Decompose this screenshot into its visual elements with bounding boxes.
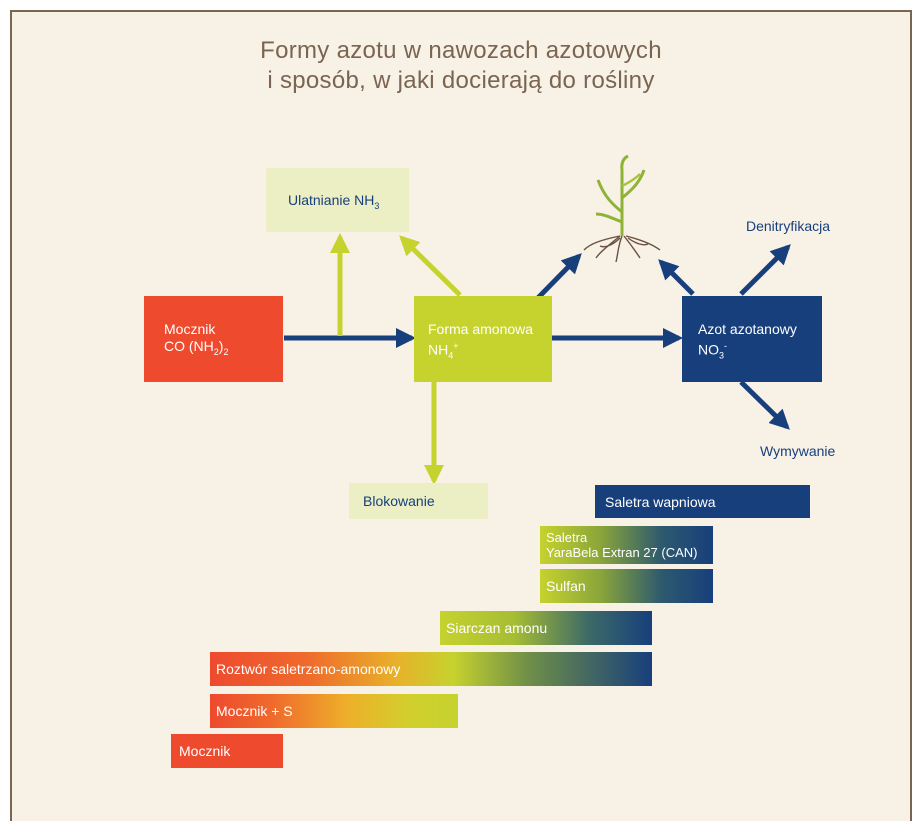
bar-mocznik-s: Mocznik + S: [210, 694, 458, 728]
bar-roztwor-saletrzano-amonowy: Roztwór saletrzano-amonowy: [210, 652, 652, 686]
bar-siarczan-amonu: Siarczan amonu: [440, 611, 652, 645]
arrow-to-denitryfikacja: [739, 244, 791, 296]
diagram-title: Formy azotu w nawozach azotowych i sposó…: [0, 36, 922, 96]
node-azotanowy-label: Azot azotanowy: [698, 321, 797, 337]
title-line-2: i sposób, w jaki docierają do rośliny: [267, 67, 655, 94]
node-amonowa-formula: NH4+: [428, 341, 459, 361]
bar-sulfan: Sulfan: [540, 569, 713, 603]
label-denitryfikacja: Denitryfikacja: [746, 218, 831, 234]
bar-mocznik: Mocznik: [171, 734, 283, 768]
label-wymywanie: Wymywanie: [760, 443, 836, 459]
node-mocznik-formula: CO (NH2)2: [164, 338, 229, 357]
node-mocznik: Mocznik CO (NH2)2: [144, 296, 283, 382]
bar-saletra-yarabela: Saletra YaraBela Extran 27 (CAN): [540, 526, 713, 564]
node-azot-azotanowy: Azot azotanowy NO3-: [682, 296, 822, 382]
node-blokowanie: Blokowanie: [349, 483, 488, 519]
node-forma-amonowa: Forma amonowa NH4+: [414, 296, 552, 382]
arrow-to-wymywanie: [739, 380, 790, 430]
node-azotanowy-formula: NO3-: [698, 341, 728, 361]
arrow-azotanowy-to-plant: [658, 259, 695, 296]
node-mocznik-label: Mocznik: [164, 321, 216, 337]
title-line-1: Formy azotu w nawozach azotowych: [260, 37, 662, 64]
arrow-amonowa-to-ulatnianie: [399, 235, 462, 297]
plant-icon: [583, 154, 661, 263]
bar-saletra-wapniowa: Saletra wapniowa: [595, 485, 810, 518]
node-amonowa-label: Forma amonowa: [428, 321, 534, 337]
node-ulatnianie: Ulatnianie NH3: [266, 168, 409, 232]
